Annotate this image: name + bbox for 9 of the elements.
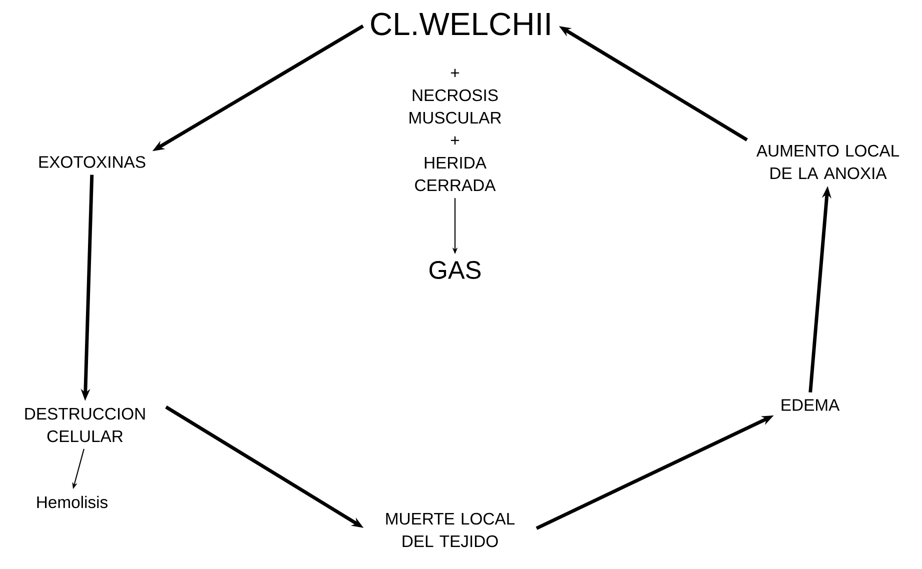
stage-label: AUMENTO LOCAL DE LA ANOXIA [756, 144, 900, 180]
condition-text: + NECROSIS MUSCULAR + HERIDA CERRADA [410, 68, 501, 192]
title-label: CL.WELCHII [371, 12, 550, 36]
stage-label: DESTRUCCION CELULAR [25, 408, 145, 442]
result-label: GAS [430, 261, 481, 279]
stage-label: EXOTOXINAS [39, 156, 146, 168]
effect-label: Hemolisis [37, 496, 108, 508]
stage-label: EDEMA [782, 399, 840, 411]
stage-label: MUERTE LOCAL DEL TEJIDO [386, 512, 515, 548]
